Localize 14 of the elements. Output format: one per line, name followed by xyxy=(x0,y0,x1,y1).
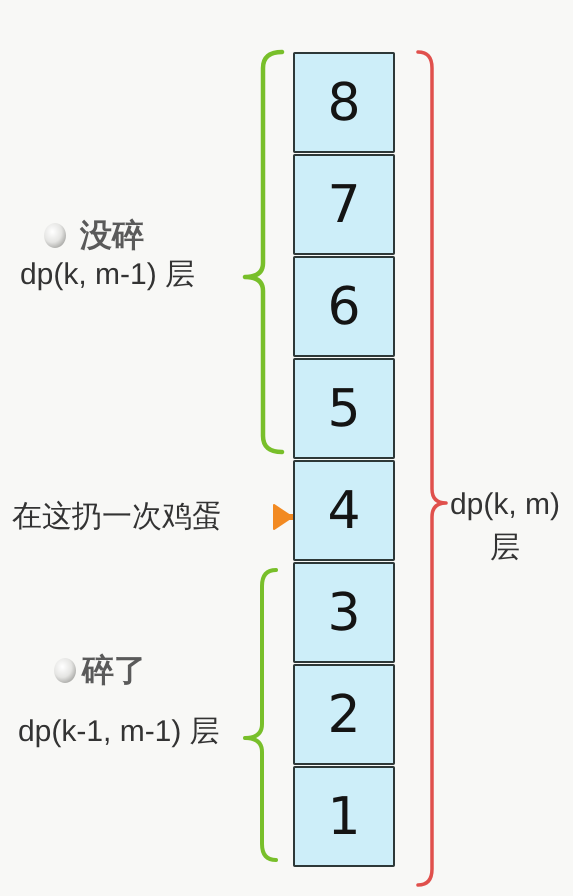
floor-box: 5 xyxy=(293,358,395,459)
floor-count-label: dp(k, m-1) 层 xyxy=(20,257,196,293)
note-text: 在这扔一次鸡蛋 xyxy=(12,499,222,535)
branch-label: 碎了 xyxy=(82,651,146,689)
floor-count-label: dp(k-1, m-1) 层 xyxy=(18,714,220,750)
floor-count-label: dp(k, m) 层 xyxy=(448,487,561,566)
floor-box: 1 xyxy=(293,766,395,867)
floor-box: 2 xyxy=(293,664,395,765)
floor-box: 7 xyxy=(293,154,395,255)
floor-box: 6 xyxy=(293,256,395,357)
floor-box: 8 xyxy=(293,52,395,153)
floor-box: 4 xyxy=(293,460,395,561)
branch-label: 没碎 xyxy=(80,216,144,254)
floor-box: 3 xyxy=(293,562,395,663)
